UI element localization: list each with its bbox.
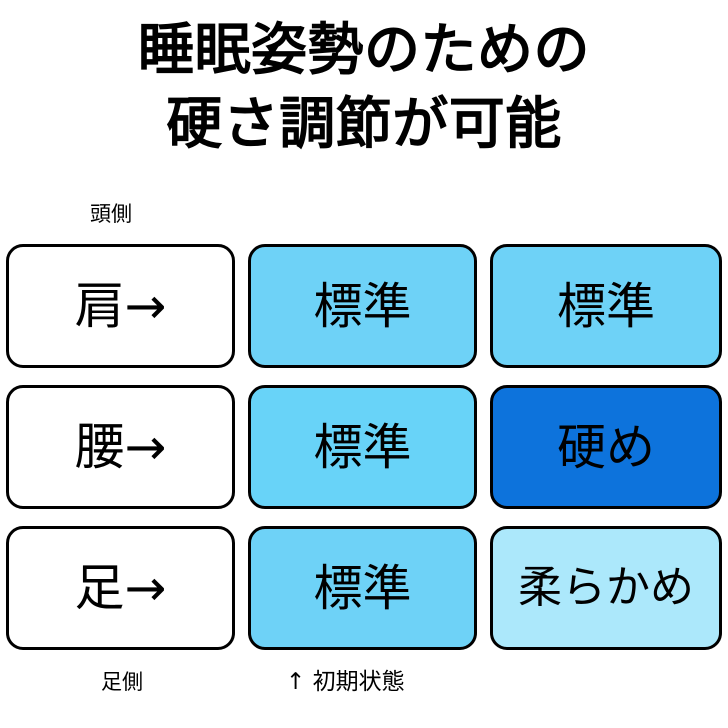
firmness-grid: 肩→ 標準 標準 腰→ 標準 硬め 足→ 標準 柔らかめ: [6, 244, 722, 650]
initial-state-caption: ↑ 初期状態: [286, 669, 405, 695]
page-title-line-2: 硬さ調節が可能: [166, 91, 562, 157]
cell-waist-adjusted-label: 硬め: [556, 418, 655, 476]
cell-foot-initial-label: 標準: [313, 559, 412, 617]
cell-shoulder-initial[interactable]: 標準: [248, 244, 477, 368]
row-label-waist: 腰→: [6, 385, 235, 509]
row-label-foot-text: 足→: [74, 559, 167, 617]
row-label-waist-text: 腰→: [74, 418, 167, 476]
row-label-foot: 足→: [6, 526, 235, 650]
cell-foot-initial[interactable]: 標準: [248, 526, 477, 650]
page-title: 睡眠姿勢のための 硬さ調節が可能: [0, 14, 728, 162]
cell-foot-adjusted[interactable]: 柔らかめ: [490, 526, 722, 650]
cell-foot-adjusted-label: 柔らかめ: [518, 562, 694, 613]
row-label-shoulder-text: 肩→: [74, 277, 167, 335]
head-side-caption: 頭側: [90, 202, 132, 226]
cell-waist-initial-label: 標準: [313, 418, 412, 476]
row-label-shoulder: 肩→: [6, 244, 235, 368]
cell-shoulder-adjusted[interactable]: 標準: [490, 244, 722, 368]
foot-side-caption: 足側: [101, 670, 143, 694]
cell-shoulder-adjusted-label: 標準: [556, 277, 655, 335]
cell-waist-initial[interactable]: 標準: [248, 385, 477, 509]
page-title-line-1: 睡眠姿勢のための: [138, 18, 590, 83]
cell-shoulder-initial-label: 標準: [313, 277, 412, 335]
cell-waist-adjusted[interactable]: 硬め: [490, 385, 722, 509]
